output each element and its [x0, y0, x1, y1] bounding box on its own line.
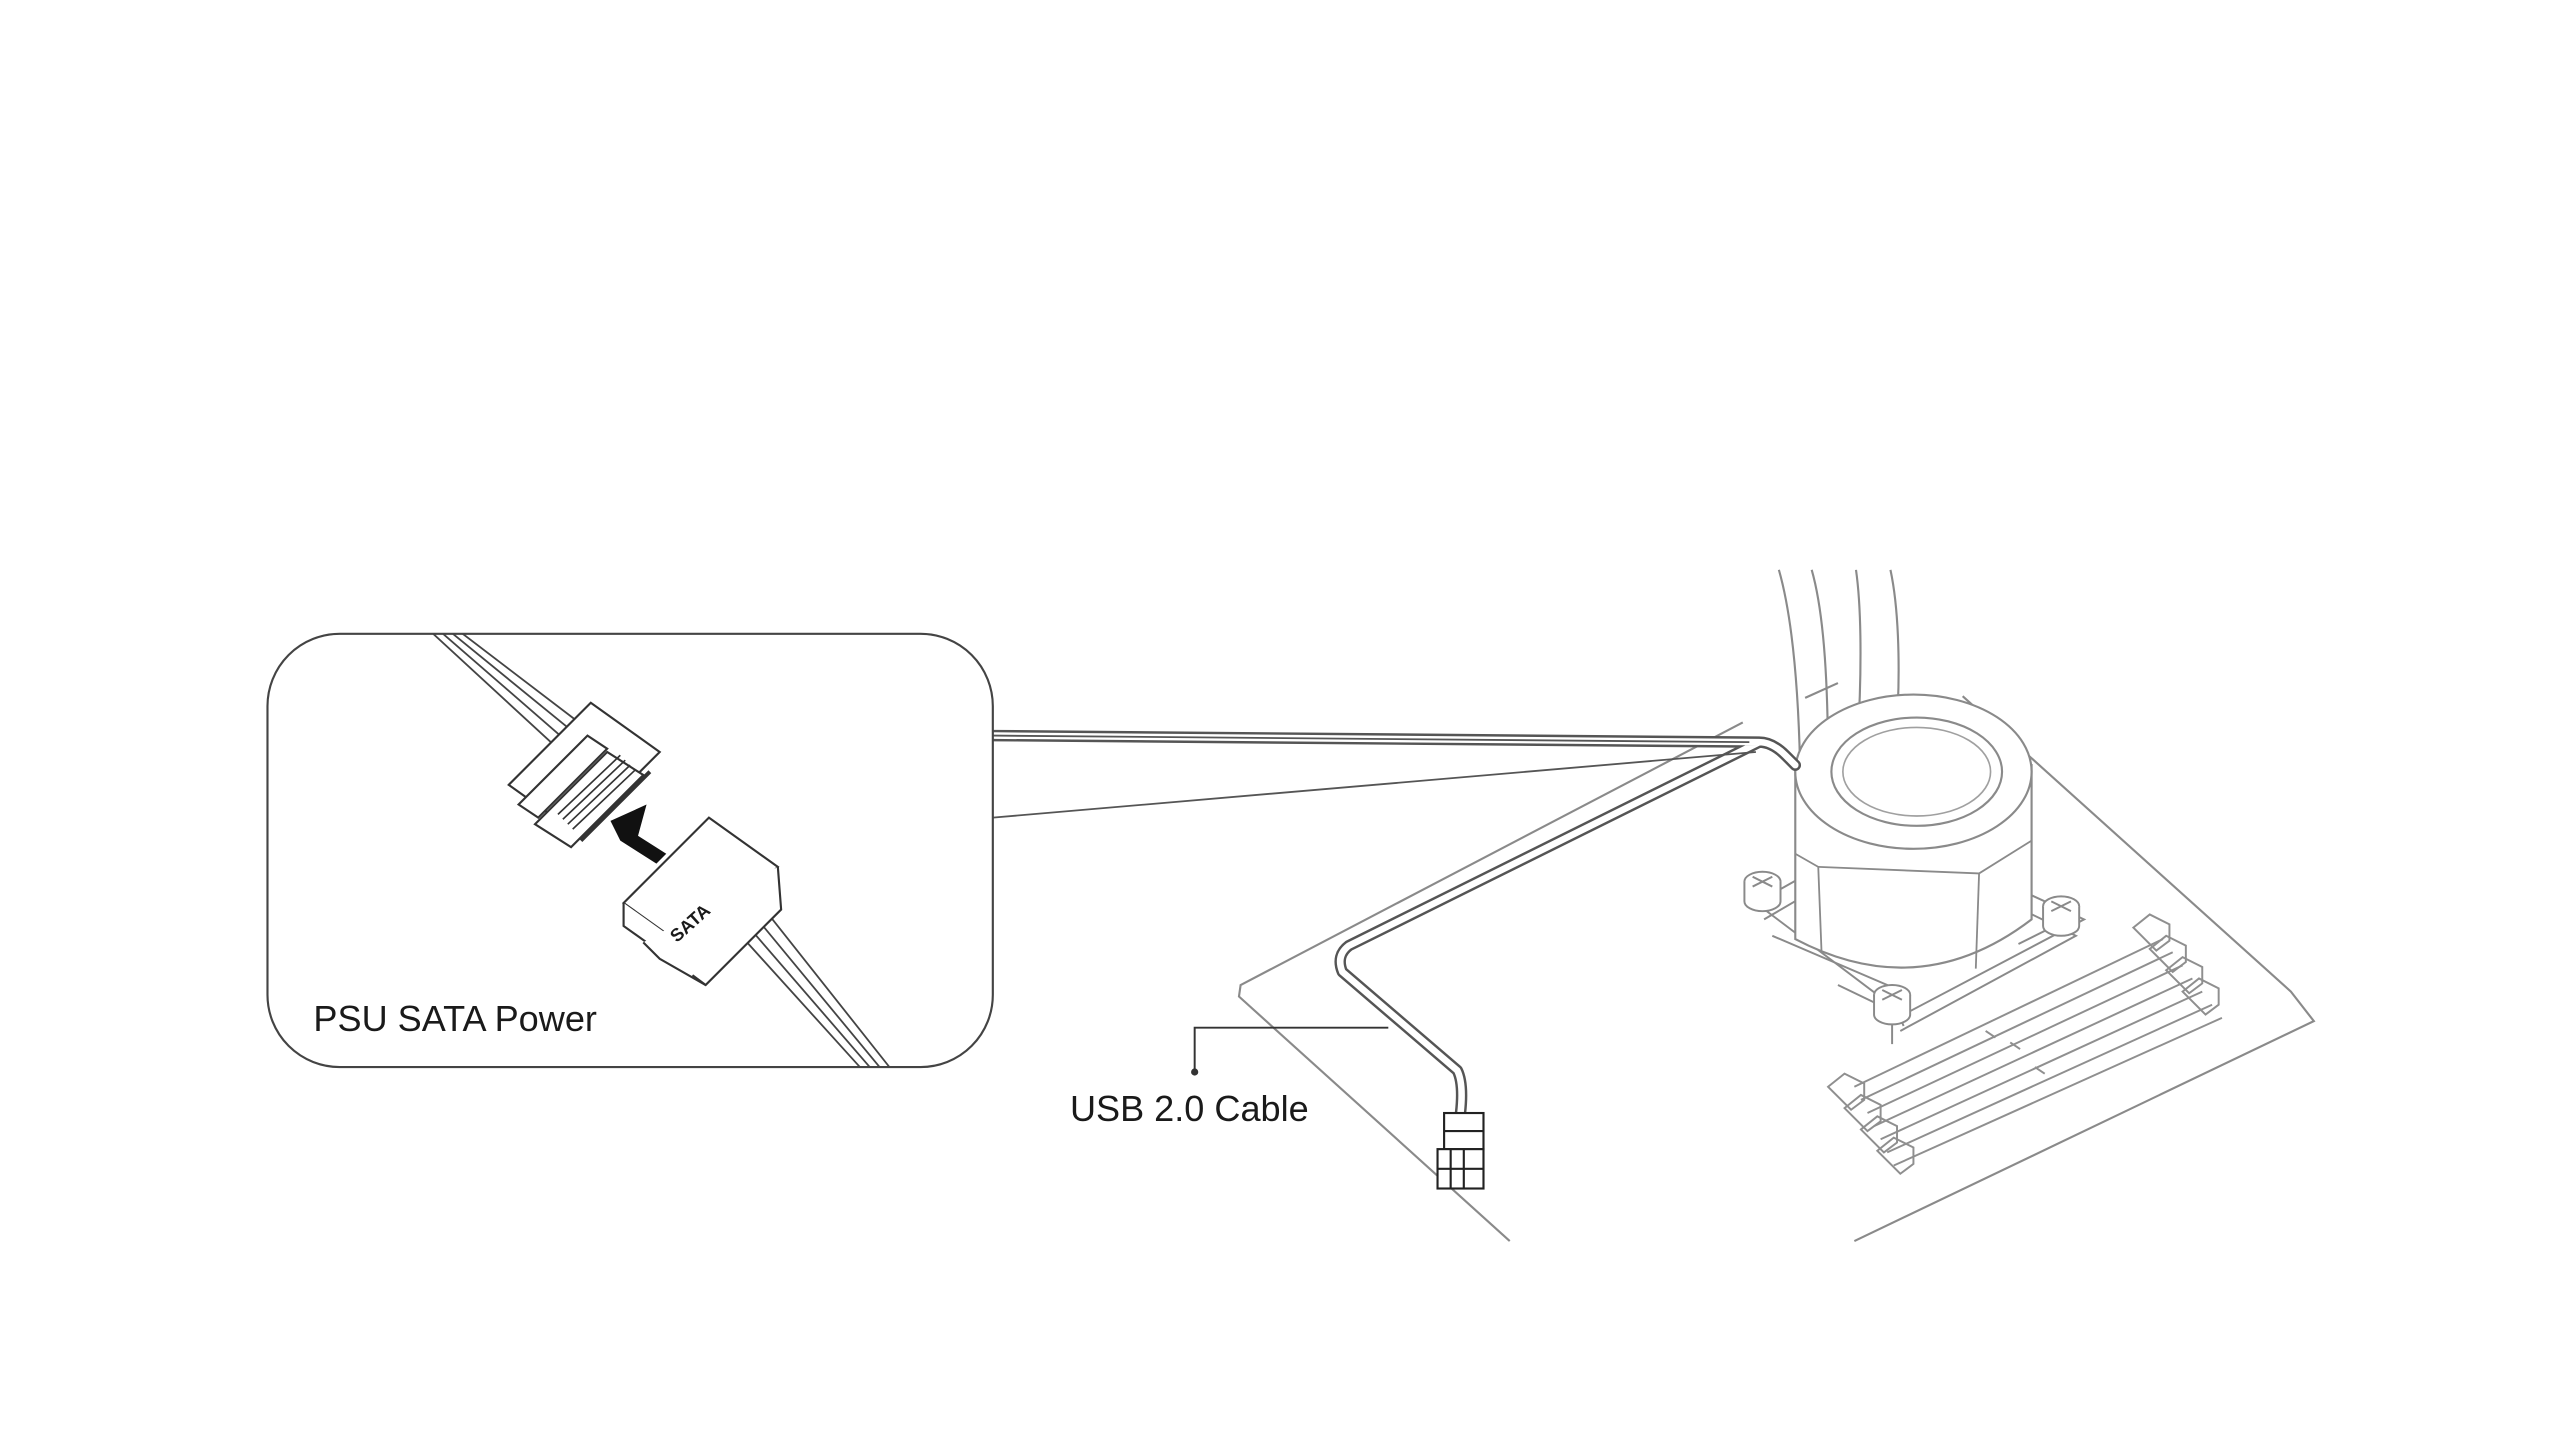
screw-top-right	[2043, 896, 2079, 935]
usb-cable-leader	[1192, 1028, 1388, 1075]
usb-cable-label: USB 2.0 Cable	[1070, 1088, 1309, 1129]
usb-header-connector	[1438, 1113, 1484, 1188]
psu-sata-power-label: PSU SATA Power	[313, 998, 597, 1039]
screw-top-left	[1744, 872, 1780, 911]
usb-cable	[994, 736, 1795, 1113]
screw-bottom	[1874, 985, 1910, 1044]
pump-block	[1795, 695, 2031, 969]
